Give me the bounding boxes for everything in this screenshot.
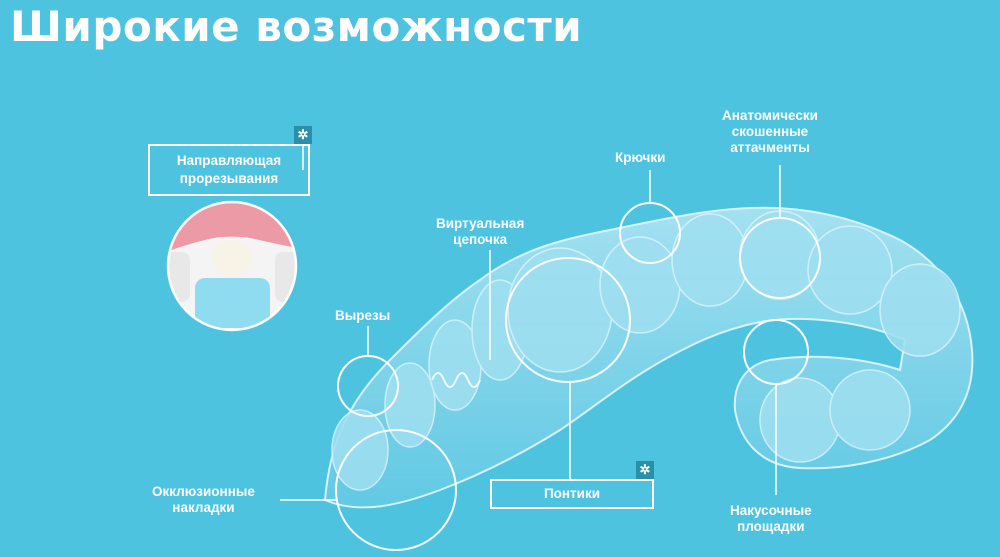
occlusal-pads-label: Окклюзионные накладки xyxy=(152,484,255,516)
attachments-line3: аттачменты xyxy=(730,140,810,155)
virtual-chain-line2: цепочка xyxy=(453,232,508,247)
attachments-line2: скошенные xyxy=(731,124,809,139)
eruption-guide-zoom xyxy=(166,200,298,332)
bite-pads-line2: площадки xyxy=(737,519,805,534)
eruption-guide-line2: прорезывания xyxy=(179,171,279,186)
eruption-guide-line1: Направляющая xyxy=(176,153,282,168)
virtual-chain-label: Виртуальная цепочка xyxy=(436,216,524,248)
bite-pads-line1: Накусочные xyxy=(730,503,812,518)
occlusal-circle xyxy=(335,429,457,551)
attachments-line1: Анатомически xyxy=(722,108,818,123)
virtual-chain-line1: Виртуальная xyxy=(436,216,525,231)
occlusal-pads-line1: Окклюзионные xyxy=(152,484,255,499)
page-title: Широкие возможности xyxy=(10,2,583,51)
occlusal-pads-line2: накладки xyxy=(172,500,235,515)
cutouts-label: Вырезы xyxy=(335,308,391,323)
eruption-guide-label: Направляющая прорезывания xyxy=(148,144,310,196)
hooks-label: Крючки xyxy=(615,150,666,165)
snowflake-icon: ✲ xyxy=(294,126,312,144)
pontics-circle xyxy=(505,257,631,383)
bite-pads-label: Накусочные площадки xyxy=(730,503,812,535)
attachments-label: Анатомически скошенные аттачменты xyxy=(722,108,818,156)
snowflake-icon: ✲ xyxy=(636,461,654,479)
pontics-label: Понтики xyxy=(490,479,654,509)
